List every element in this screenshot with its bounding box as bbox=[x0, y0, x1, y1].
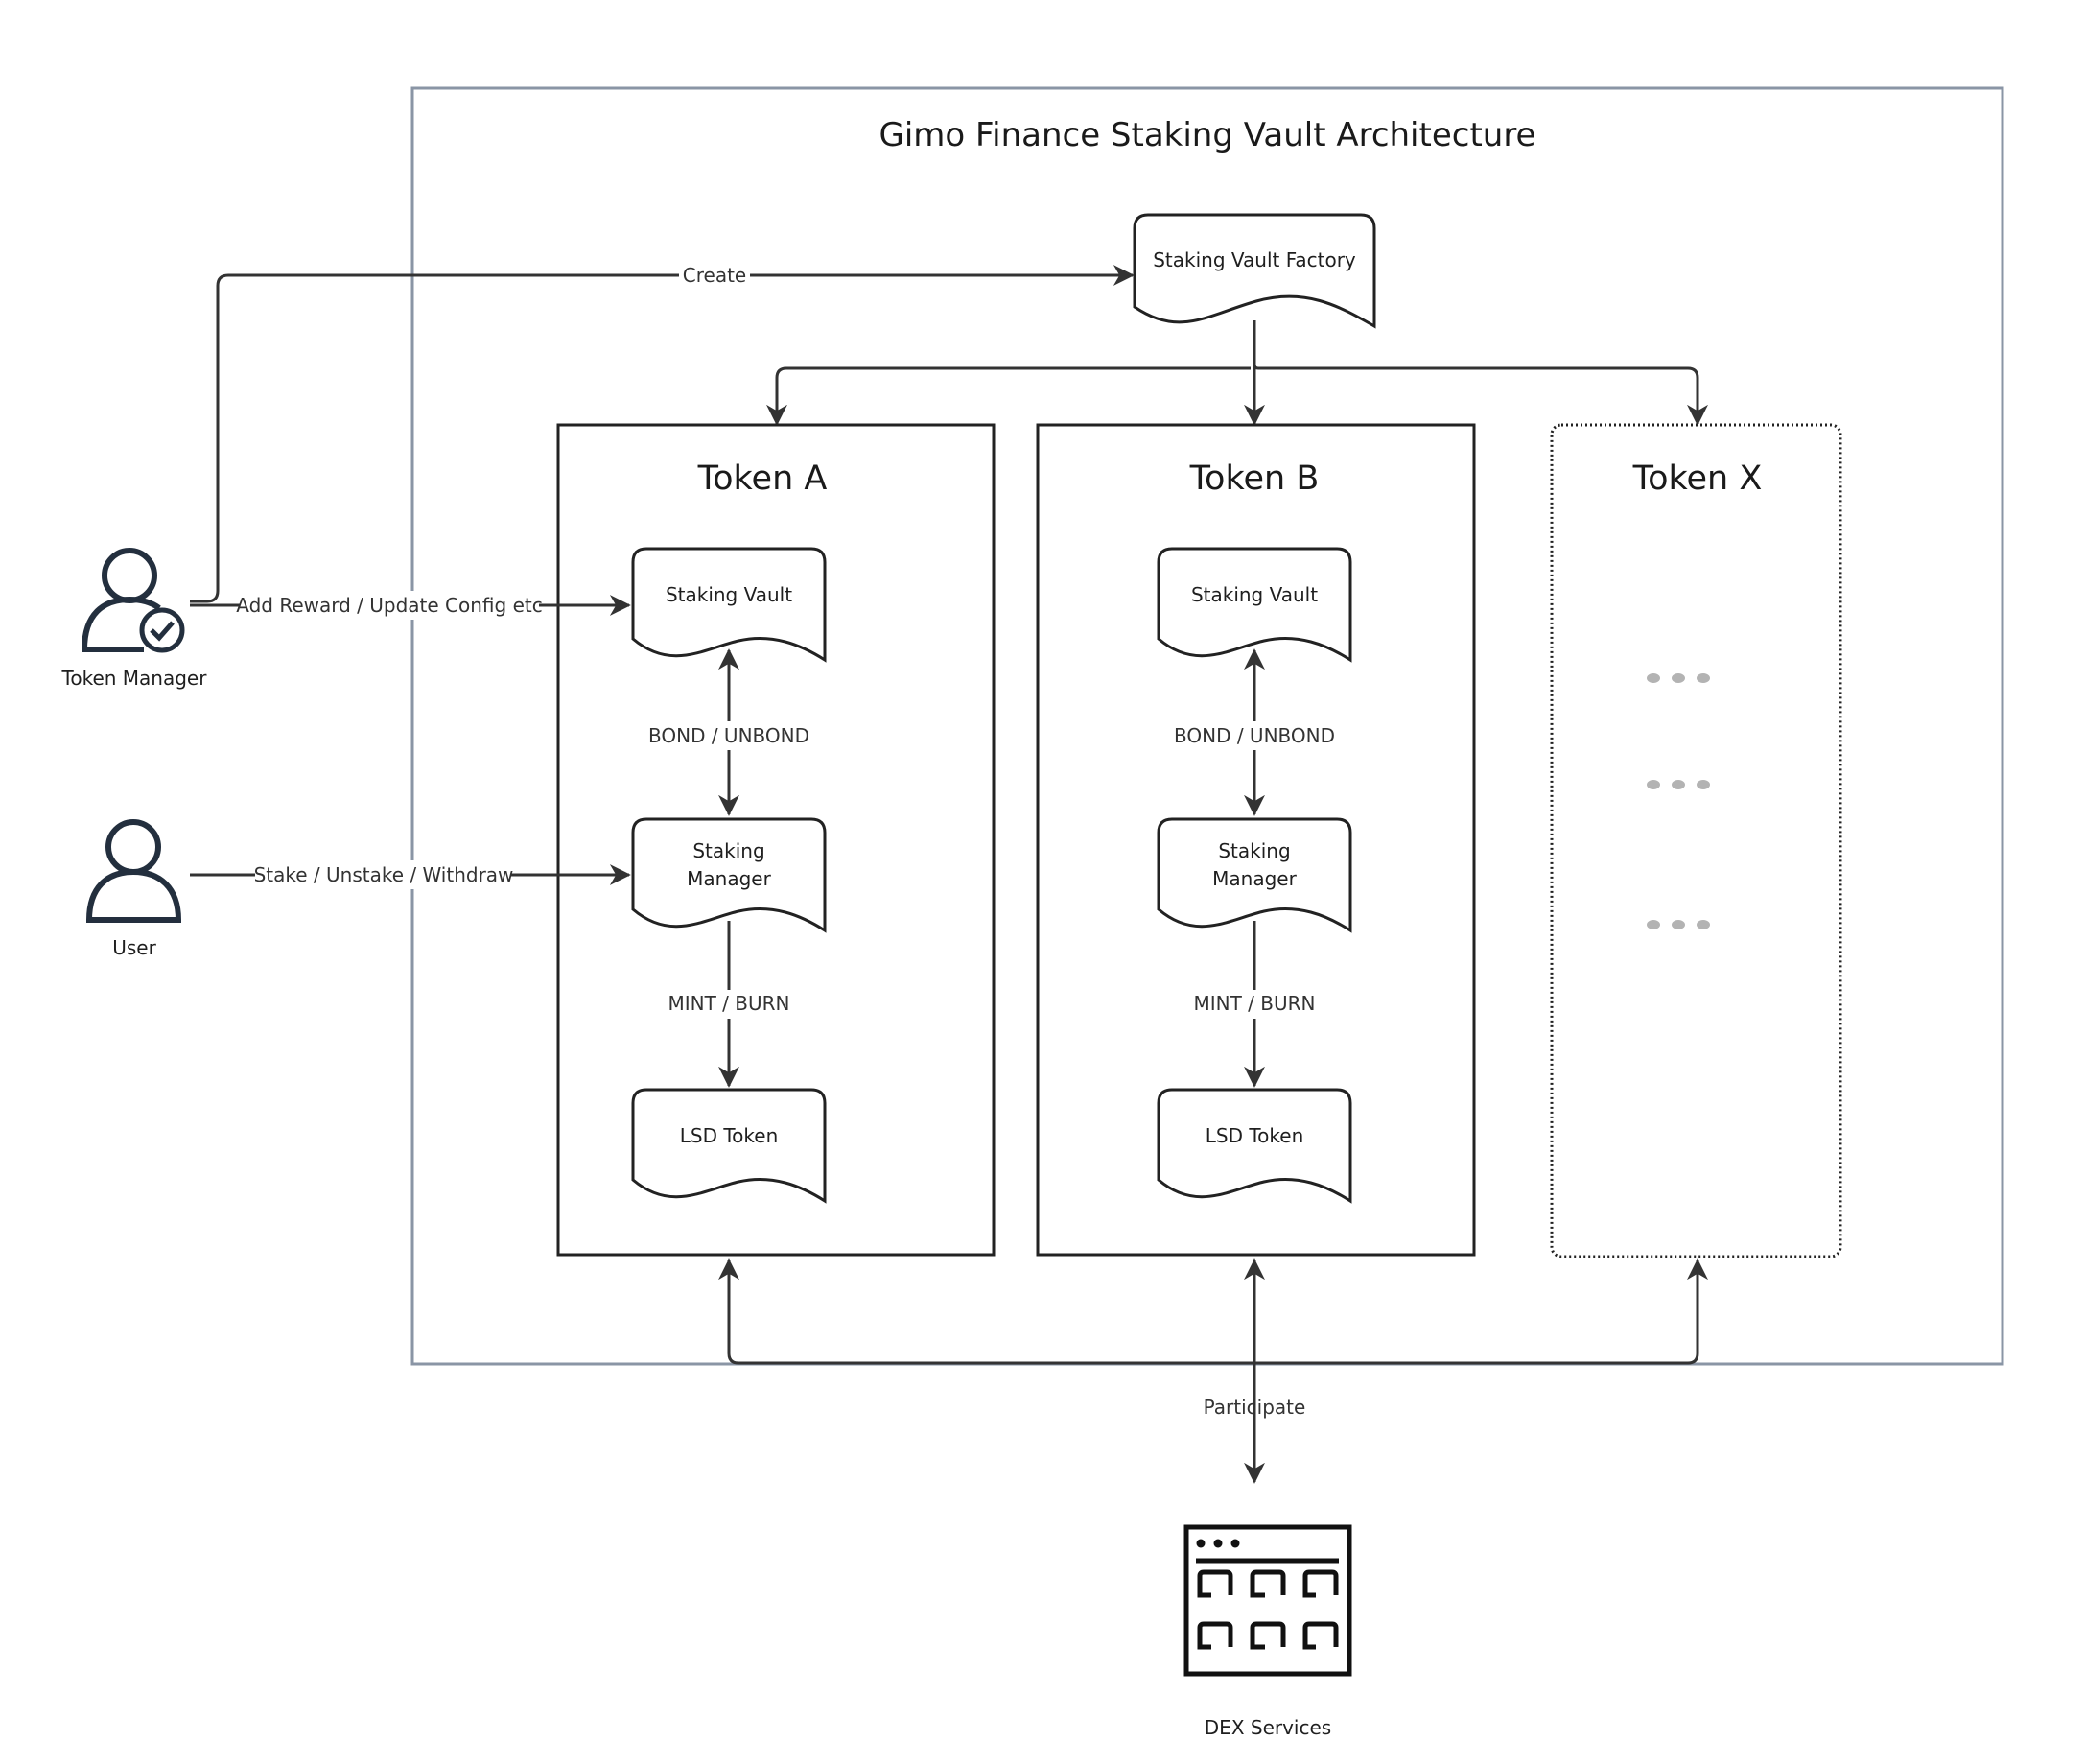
token-a-lsd-label: LSD Token bbox=[680, 1124, 779, 1147]
token-a-staking-manager-node[interactable]: Staking Manager bbox=[631, 817, 827, 933]
factory-branch-connectors bbox=[766, 320, 1708, 426]
user-action-label: Stake / Unstake / Withdraw bbox=[254, 863, 514, 886]
token-b-manager-label-1: Staking bbox=[1218, 839, 1290, 862]
token-b-staking-manager-node[interactable]: Staking Manager bbox=[1157, 817, 1352, 933]
dex-services-node[interactable]: DEX Services bbox=[1183, 1524, 1352, 1739]
create-edge-label: Create bbox=[683, 264, 746, 287]
token-a-manager-label-1: Staking bbox=[692, 839, 764, 862]
token-b-manager-label-2: Manager bbox=[1212, 867, 1297, 890]
user-icon bbox=[85, 819, 182, 923]
token-a-mint-label: MINT / BURN bbox=[668, 992, 789, 1015]
dex-services-label: DEX Services bbox=[1205, 1716, 1331, 1739]
staking-vault-factory-node[interactable]: Staking Vault Factory bbox=[1133, 213, 1376, 329]
token-a-lsd-token-node[interactable]: LSD Token bbox=[631, 1088, 827, 1204]
token-a-title: Token A bbox=[697, 459, 828, 498]
token-a-bond-label: BOND / UNBOND bbox=[648, 724, 809, 747]
token-manager-actor[interactable]: Token Manager bbox=[61, 548, 208, 690]
app-window-grid-icon bbox=[1183, 1524, 1352, 1677]
token-x-title: Token X bbox=[1632, 459, 1763, 498]
user-action-edge: Stake / Unstake / Withdraw bbox=[190, 860, 631, 889]
token-b-vault-label: Staking Vault bbox=[1191, 583, 1318, 606]
token-b-lsd-label: LSD Token bbox=[1206, 1124, 1304, 1147]
token-manager-label: Token Manager bbox=[61, 667, 208, 690]
ellipsis-row-icon bbox=[1647, 780, 1710, 789]
token-b-lsd-token-node[interactable]: LSD Token bbox=[1157, 1088, 1352, 1204]
ellipsis-row-icon bbox=[1647, 920, 1710, 929]
token-a-manager-label-2: Manager bbox=[687, 867, 771, 890]
token-b-mint-label: MINT / BURN bbox=[1193, 992, 1315, 1015]
token-b-title: Token B bbox=[1189, 459, 1320, 498]
participate-label: Participate bbox=[1204, 1396, 1306, 1419]
token-b-staking-vault-node[interactable]: Staking Vault bbox=[1157, 547, 1352, 663]
manager-action-label: Add Reward / Update Config etc bbox=[236, 594, 542, 617]
user-actor[interactable]: User bbox=[85, 819, 182, 959]
token-a-vault-label: Staking Vault bbox=[666, 583, 792, 606]
diagram-title: Gimo Finance Staking Vault Architecture bbox=[879, 116, 1536, 154]
ellipsis-row-icon bbox=[1647, 673, 1710, 683]
factory-label: Staking Vault Factory bbox=[1153, 248, 1356, 271]
token-b-container[interactable]: Token B Staking Vault BOND / UNBOND Stak… bbox=[1036, 423, 1476, 1257]
user-label: User bbox=[112, 936, 156, 959]
create-edge: Create bbox=[190, 261, 1135, 603]
token-a-container[interactable]: Token A Staking Vault BOND / UNBOND Stak… bbox=[556, 423, 996, 1257]
token-x-container[interactable]: Token X bbox=[1550, 423, 1842, 1258]
participate-connectors: Participate bbox=[718, 1258, 1708, 1484]
manager-action-edge: Add Reward / Update Config etc bbox=[190, 591, 631, 620]
token-b-bond-label: BOND / UNBOND bbox=[1174, 724, 1335, 747]
token-a-staking-vault-node[interactable]: Staking Vault bbox=[631, 547, 827, 663]
user-check-icon bbox=[81, 548, 185, 653]
